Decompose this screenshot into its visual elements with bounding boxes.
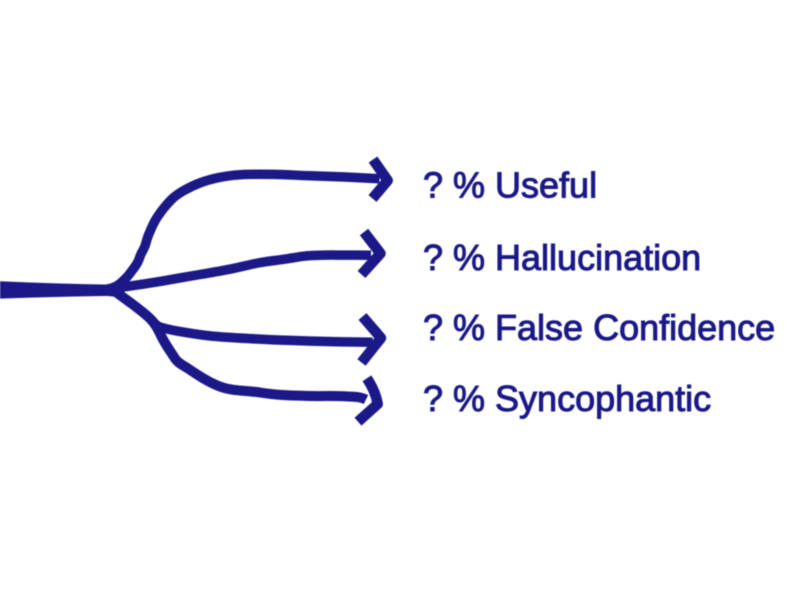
svg-text:? % Syncophantic: ? % Syncophantic xyxy=(423,378,711,419)
svg-text:? % False Confidence: ? % False Confidence xyxy=(423,307,775,348)
svg-text:? % Useful: ? % Useful xyxy=(423,165,597,206)
svg-text:? % Hallucination: ? % Hallucination xyxy=(423,237,701,278)
